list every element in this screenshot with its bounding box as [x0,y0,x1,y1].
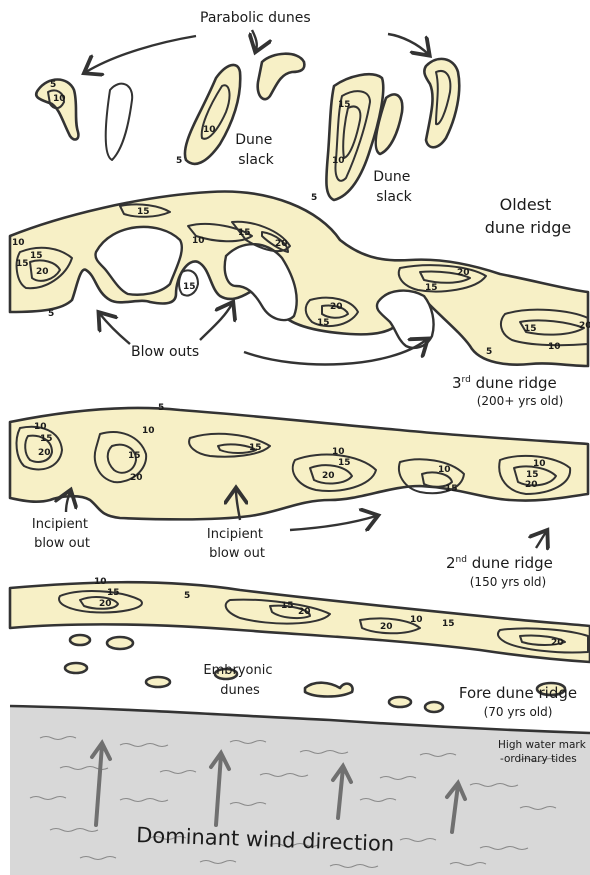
svg-text:15: 15 [338,458,351,468]
svg-text:15: 15 [338,100,351,110]
label-parabolic-dunes: Parabolic dunes [200,10,311,26]
svg-text:20: 20 [330,302,343,312]
label-third-ridge-age: (200+ yrs old) [477,394,564,408]
label-blow-outs: Blow outs [131,344,199,360]
svg-text:10: 10 [192,236,205,246]
svg-text:15: 15 [524,324,537,334]
second-dune-ridge: 5 10 15 20 10 15 20 15 15 20 10 15 10 15… [10,403,588,519]
svg-text:10: 10 [142,426,155,436]
blowout-arrow-2 [200,304,232,340]
second-ridge-arrow-2 [536,532,546,548]
svg-text:10: 10 [533,459,546,469]
svg-text:15: 15 [107,588,120,598]
svg-text:20: 20 [551,638,564,648]
svg-text:20: 20 [457,268,470,278]
svg-text:20: 20 [99,599,112,609]
svg-text:15: 15 [16,259,29,269]
svg-text:10: 10 [548,342,561,352]
svg-text:5: 5 [311,193,317,203]
svg-text:10: 10 [34,422,47,432]
svg-text:15: 15 [442,619,455,629]
label-dune-slack-2: Dune slack [373,169,415,205]
label-fore-ridge-age: (70 yrs old) [484,705,553,719]
svg-text:20: 20 [322,471,335,481]
svg-text:15: 15 [137,207,150,217]
svg-text:15: 15 [30,251,43,261]
parabolic-arrow-left [86,36,196,72]
svg-text:20: 20 [130,473,143,483]
svg-text:5: 5 [158,403,164,413]
svg-text:10: 10 [332,447,345,457]
label-third-ridge: 3rd dune ridge [452,374,557,392]
svg-text:20: 20 [36,267,49,277]
svg-text:20: 20 [380,622,393,632]
svg-text:10: 10 [410,615,423,625]
parabolic-arrow-right [388,34,428,54]
svg-text:20: 20 [525,480,538,490]
parabolic-arrow-down [252,30,257,50]
svg-text:15: 15 [183,282,196,292]
svg-text:20: 20 [579,321,590,331]
label-oldest-ridge: Oldest dune ridge [485,195,572,237]
svg-text:15: 15 [526,470,539,480]
label-second-ridge: 2nd dune ridge [446,554,553,572]
svg-text:10: 10 [94,577,107,587]
svg-text:15: 15 [445,484,458,494]
svg-text:5: 5 [50,80,56,90]
svg-text:10: 10 [53,94,66,104]
svg-text:15: 15 [238,228,251,238]
second-ridge-arrow [290,516,376,530]
svg-text:10: 10 [438,465,451,475]
svg-text:15: 15 [281,601,294,611]
blowout-arrow-3 [244,340,426,365]
svg-text:10: 10 [332,156,345,166]
svg-text:15: 15 [317,318,330,328]
svg-text:15: 15 [249,443,262,453]
svg-text:10: 10 [12,238,25,248]
svg-text:15: 15 [128,451,141,461]
svg-text:5: 5 [184,591,190,601]
blowout-arrow-1 [100,314,130,344]
label-embryonic: Embryonic dunes [203,663,276,698]
label-incipient-1: Incipient blow out [32,517,92,551]
svg-text:15: 15 [425,283,438,293]
svg-text:5: 5 [176,156,182,166]
label-fore-ridge: Fore dune ridge [459,684,577,702]
svg-text:20: 20 [298,607,311,617]
svg-text:10: 10 [203,125,216,135]
svg-text:20: 20 [275,239,288,249]
svg-text:5: 5 [486,347,492,357]
fore-dune-ridge: 10 15 20 5 15 20 20 15 10 20 [10,577,590,662]
svg-text:15: 15 [40,434,53,444]
svg-text:20: 20 [38,448,51,458]
label-dune-slack-1: Dune slack [235,132,277,168]
label-second-ridge-age: (150 yrs old) [470,575,546,589]
label-incipient-2: Incipient blow out [207,527,267,561]
svg-text:5: 5 [48,309,54,319]
